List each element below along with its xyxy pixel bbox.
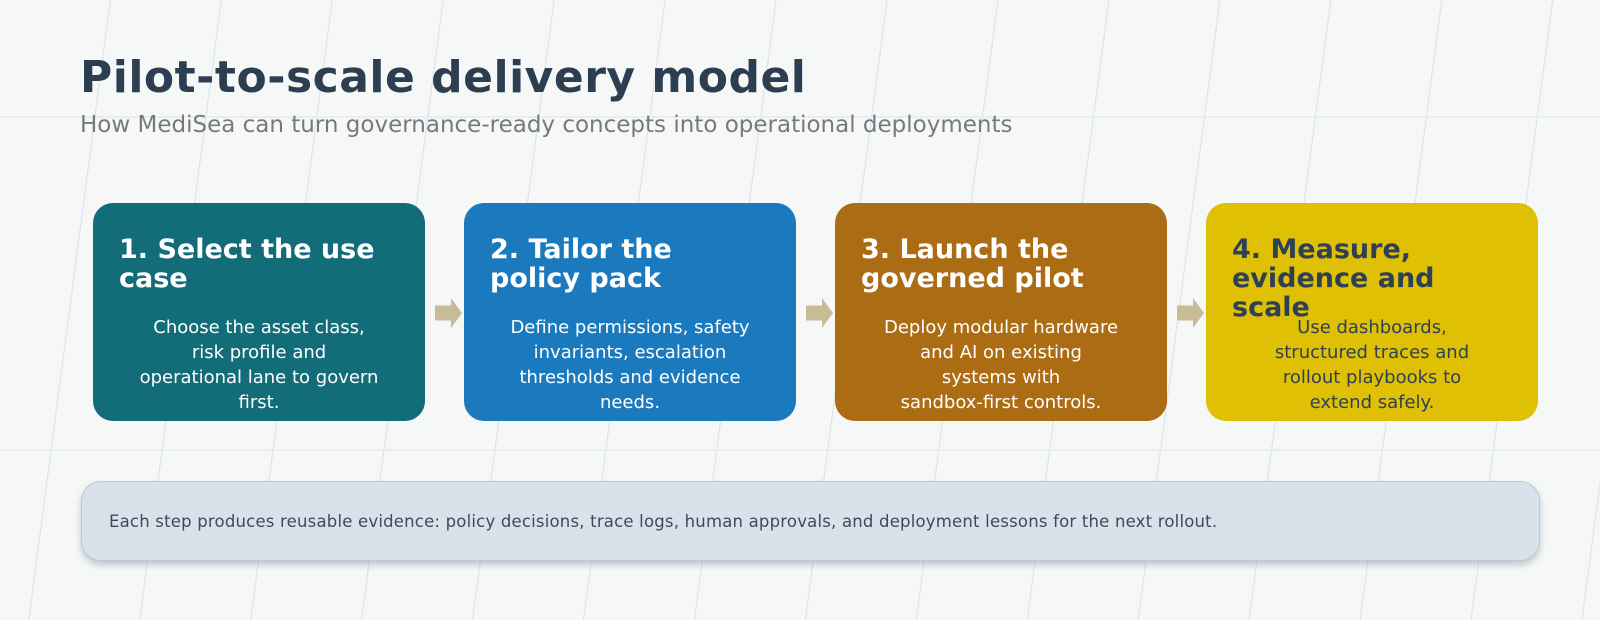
step-body-4: Use dashboards, structured traces and ro… [1274, 317, 1470, 414]
step-card-2: 2. Tailor the policy pack Define permiss… [464, 203, 796, 421]
right-arrow-shape [1177, 298, 1204, 328]
step-title-3: 3. Launch the governed pilot [861, 234, 1084, 294]
step-body-2: Define permissions, safety invariants, e… [510, 317, 750, 414]
right-arrow-shape [806, 298, 833, 328]
page-title: Pilot-to-scale delivery model [80, 52, 807, 103]
right-arrow-shape [435, 298, 462, 328]
step-title-1: 1. Select the use case [119, 234, 375, 294]
step-title-2: 2. Tailor the policy pack [490, 234, 672, 294]
note-box: Each step produces reusable evidence: po… [81, 481, 1540, 561]
right-arrow-icon [1177, 298, 1204, 328]
right-arrow-icon [435, 298, 462, 328]
step-title-4: 4. Measure, evidence and scale [1232, 234, 1435, 323]
page-subtitle: How MediSea can turn governance-ready co… [80, 112, 1013, 138]
step-body-1: Choose the asset class, risk profile and… [139, 317, 379, 414]
step-card-4: 4. Measure, evidence and scale Use dashb… [1206, 203, 1538, 421]
step-card-3: 3. Launch the governed pilot Deploy modu… [835, 203, 1167, 421]
step-card-1: 1. Select the use case Choose the asset … [93, 203, 425, 421]
note-text: Each step produces reusable evidence: po… [109, 511, 1218, 531]
step-body-3: Deploy modular hardware and AI on existi… [883, 317, 1119, 414]
right-arrow-icon [806, 298, 833, 328]
